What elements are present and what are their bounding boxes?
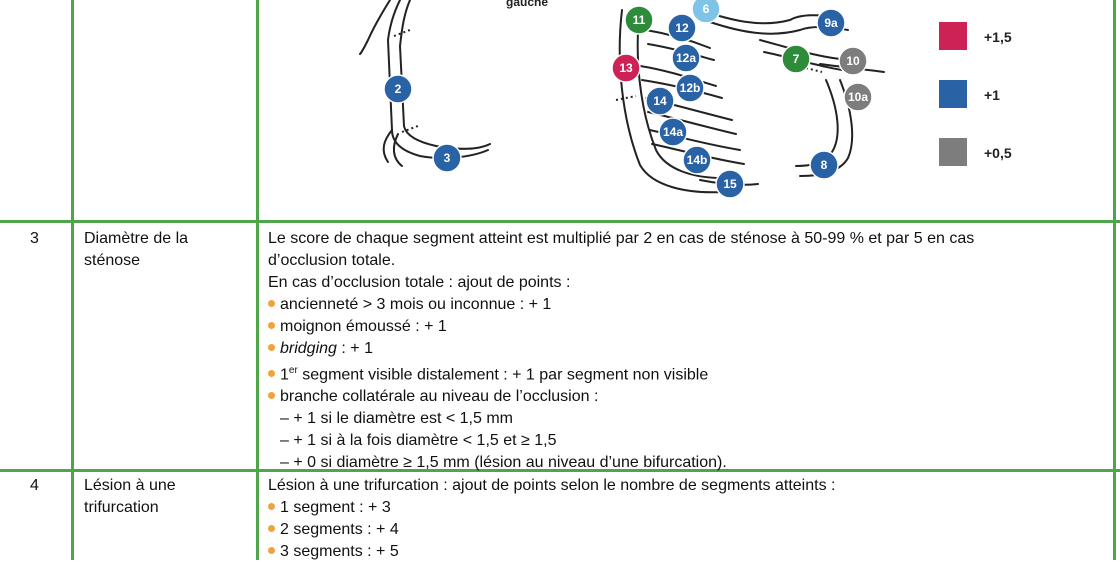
segment-3-marker: 3	[432, 143, 462, 173]
segment-10-circle	[838, 46, 868, 76]
segment-2-circle	[383, 74, 413, 104]
row-3-description: Le score de chaque segment atteint est m…	[268, 228, 1098, 474]
segment-6-marker: 6	[691, 0, 721, 24]
row-3-bullet-4: 1er segment visible distalement : + 1 pa…	[268, 360, 1098, 386]
segment-12b-label: 12b	[680, 81, 701, 95]
legend-swatch-plus-1	[939, 80, 967, 108]
row-3-bullet-3-suffix: : + 1	[336, 340, 373, 357]
row-3-subitem-3: – + 0 si diamètre ≥ 1,5 mm (lésion au ni…	[280, 454, 727, 472]
segment-7-marker: 7	[781, 44, 811, 74]
segment-2-marker: 2	[383, 74, 413, 104]
row-4-criterion: Lésion à une trifurcation	[84, 477, 176, 516]
segment-14a-circle	[658, 117, 688, 147]
row-4-bullet-1: 1 segment : + 3	[268, 497, 1098, 519]
legend-label-plus-1-5: +1,5	[984, 29, 1012, 45]
row-4-bullet-2: 2 segments : + 4	[268, 519, 1098, 541]
segment-10a-label: 10a	[848, 90, 868, 104]
segment-11-marker: 11	[624, 5, 654, 35]
segment-13-label: 13	[619, 61, 633, 75]
segment-13-marker: 13	[611, 53, 641, 83]
vessel-markers	[393, 29, 823, 133]
segment-7-label: 7	[793, 52, 800, 66]
row-3-bullet-1: ancienneté > 3 mois ou inconnue : + 1	[268, 294, 1098, 316]
column-divider-1	[71, 0, 74, 560]
segment-12b-marker: 12b	[675, 73, 705, 103]
segment-12a-marker: 12a	[671, 43, 701, 73]
segment-14a-marker: 14a	[658, 117, 688, 147]
legend-label-plus-1: +1	[984, 87, 1000, 103]
row-3-bullet-4-ordinal: 1	[280, 366, 289, 384]
legend-label-plus-0-5: +0,5	[984, 145, 1012, 161]
segment-6-circle	[691, 0, 721, 24]
row-3-line-3: En cas d’occlusion totale : ajout de poi…	[268, 274, 571, 291]
row-3-criterion: Diamètre de la sténose	[84, 230, 189, 269]
segment-9a-label: 9a	[824, 16, 838, 30]
row-4-line-1: Lésion à une trifurcation : ajout de poi…	[268, 477, 836, 494]
segment-12b-circle	[675, 73, 705, 103]
row-divider-1	[0, 220, 1120, 223]
segment-12-label: 12	[675, 21, 689, 35]
segment-3-circle	[432, 143, 462, 173]
segment-6-label: 6	[703, 2, 710, 16]
segment-14a-label: 14a	[663, 125, 683, 139]
segment-8-label: 8	[821, 158, 828, 172]
row-divider-2	[0, 469, 1120, 472]
column-divider-2	[256, 0, 259, 560]
row-3-bullet-4-text: segment visible distalement : + 1 par se…	[302, 366, 709, 384]
row-3-bullet-3: bridging : + 1	[268, 338, 1098, 360]
row-3-subitem-2: – + 1 si à la fois diamètre < 1,5 et ≥ 1…	[280, 432, 557, 450]
segment-15-circle	[715, 169, 745, 199]
segment-12-circle	[667, 13, 697, 43]
coronary-segment-diagram: gauche 2 3 6 11	[359, 0, 885, 199]
segment-14-label: 14	[653, 94, 667, 108]
row-3-line-1: Le score de chaque segment atteint est m…	[268, 230, 975, 247]
segment-10-marker: 10	[838, 46, 868, 76]
segment-10-label: 10	[846, 54, 860, 68]
segment-3-label: 3	[444, 151, 451, 165]
segment-13-circle	[611, 53, 641, 83]
table-right-border	[1113, 0, 1116, 560]
segment-markers: 2 3 6 11 12	[383, 0, 873, 199]
segment-10a-circle	[843, 82, 873, 112]
segment-12a-circle	[671, 43, 701, 73]
row-3-bullet-2: moignon émoussé : + 1	[268, 316, 1098, 338]
row-4-description: Lésion à une trifurcation : ajout de poi…	[268, 475, 1098, 563]
segment-2-label: 2	[395, 82, 402, 96]
segment-12a-label: 12a	[676, 51, 696, 65]
segment-15-label: 15	[723, 177, 737, 191]
segment-14b-circle	[682, 145, 712, 175]
segment-9a-circle	[816, 8, 846, 38]
segment-15-marker: 15	[715, 169, 745, 199]
row-3-bullet-5: branche collatérale au niveau de l’occlu…	[268, 386, 1098, 408]
diagram-top-label: gauche	[506, 0, 548, 9]
segment-12-marker: 12	[667, 13, 697, 43]
row-3-line-2: d’occlusion totale.	[268, 252, 396, 269]
segment-14b-label: 14b	[687, 153, 708, 167]
segment-7-circle	[781, 44, 811, 74]
segment-14-marker: 14	[645, 86, 675, 116]
row-3-bullet-3-term: bridging	[280, 340, 337, 357]
legend-swatch-plus-1-5	[939, 22, 967, 50]
row-3-number: 3	[30, 230, 39, 247]
row-3-subitem-1: – + 1 si le diamètre est < 1,5 mm	[280, 410, 513, 428]
segment-10a-marker: 10a	[843, 82, 873, 112]
segment-14b-marker: 14b	[682, 145, 712, 175]
legend-swatch-plus-0-5	[939, 138, 967, 166]
segment-11-circle	[624, 5, 654, 35]
row-4-bullet-3: 3 segments : + 5	[268, 541, 1098, 563]
segment-9a-marker: 9a	[816, 8, 846, 38]
segment-8-marker: 8	[809, 150, 839, 180]
row-4-number: 4	[30, 477, 39, 494]
segment-8-circle	[809, 150, 839, 180]
segment-14-circle	[645, 86, 675, 116]
row-3-bullet-4-ordinal-sup: er	[288, 365, 298, 376]
segment-11-label: 11	[633, 13, 646, 27]
